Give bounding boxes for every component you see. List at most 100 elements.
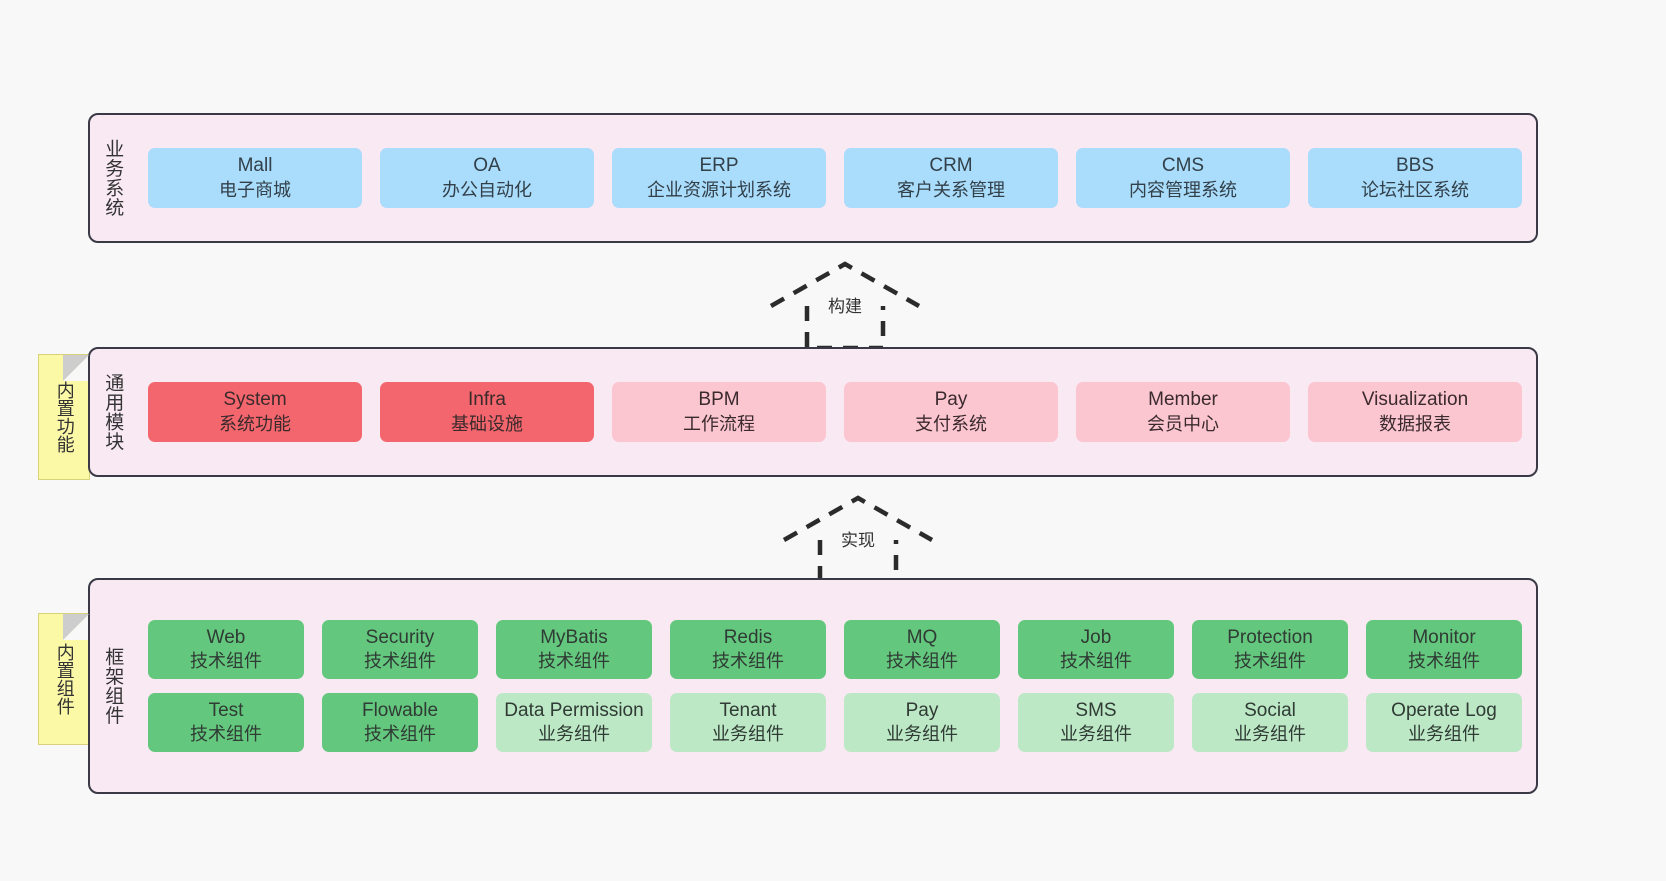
node-pay-module[interactable]: Pay 支付系统 bbox=[844, 382, 1058, 442]
sticky-note-label: 内置功能 bbox=[54, 381, 75, 453]
layer-business-node-grid: Mall 电子商城 OA 办公自动化 ERP 企业资源计划系统 CRM 客户关系… bbox=[134, 115, 1536, 241]
node-pay-component[interactable]: Pay 业务组件 bbox=[844, 693, 1000, 753]
node-title-en: Operate Log bbox=[1391, 700, 1497, 721]
node-title-cn: 业务组件 bbox=[1060, 724, 1132, 745]
node-infra[interactable]: Infra 基础设施 bbox=[380, 382, 594, 442]
node-title-en: Social bbox=[1244, 700, 1296, 721]
node-title-en: Pay bbox=[934, 389, 968, 411]
node-title-en: OA bbox=[473, 155, 501, 177]
node-title-cn: 技术组件 bbox=[364, 724, 436, 745]
node-job[interactable]: Job 技术组件 bbox=[1018, 619, 1174, 679]
node-title-cn: 技术组件 bbox=[538, 650, 610, 671]
layer-title-common-modules: 通用模块 bbox=[102, 373, 124, 451]
node-title-en: CMS bbox=[1161, 155, 1205, 177]
node-web[interactable]: Web 技术组件 bbox=[148, 619, 304, 679]
node-title-en: BPM bbox=[698, 389, 740, 411]
node-flowable[interactable]: Flowable 技术组件 bbox=[322, 693, 478, 753]
node-data-permission[interactable]: Data Permission 业务组件 bbox=[496, 693, 652, 753]
node-security[interactable]: Security 技术组件 bbox=[322, 619, 478, 679]
node-crm[interactable]: CRM 客户关系管理 bbox=[844, 148, 1058, 208]
node-title-en: SMS bbox=[1075, 700, 1117, 721]
node-bbs[interactable]: BBS 论坛社区系统 bbox=[1308, 148, 1522, 208]
connector-build: 构建 bbox=[755, 256, 935, 351]
node-title-en: Member bbox=[1148, 389, 1218, 411]
node-title-cn: 论坛社区系统 bbox=[1361, 179, 1469, 200]
node-mall[interactable]: Mall 电子商城 bbox=[148, 148, 362, 208]
node-title-en: Redis bbox=[723, 626, 773, 648]
connector-implement: 实现 bbox=[768, 490, 948, 585]
node-title-en: MyBatis bbox=[540, 626, 608, 648]
node-title-en: Monitor bbox=[1412, 626, 1476, 648]
node-title-en: System bbox=[223, 389, 287, 411]
node-protection[interactable]: Protection 技术组件 bbox=[1192, 619, 1348, 679]
node-bpm[interactable]: BPM 工作流程 bbox=[612, 382, 826, 442]
node-title-cn: 业务组件 bbox=[712, 724, 784, 745]
node-title-cn: 业务组件 bbox=[538, 724, 610, 745]
node-title-cn: 技术组件 bbox=[886, 650, 958, 671]
node-visualization[interactable]: Visualization 数据报表 bbox=[1308, 382, 1522, 442]
node-title-en: Pay bbox=[905, 700, 939, 721]
layer-common-modules: 通用模块 System 系统功能 Infra 基础设施 BPM 工作流程 Pay… bbox=[88, 347, 1538, 477]
node-title-cn: 客户关系管理 bbox=[897, 179, 1005, 200]
node-monitor[interactable]: Monitor 技术组件 bbox=[1366, 619, 1522, 679]
node-title-cn: 技术组件 bbox=[190, 724, 262, 745]
node-title-cn: 内容管理系统 bbox=[1129, 179, 1237, 200]
node-title-en: MQ bbox=[906, 626, 938, 648]
node-title-cn: 业务组件 bbox=[1408, 724, 1480, 745]
node-oa[interactable]: OA 办公自动化 bbox=[380, 148, 594, 208]
node-title-en: Tenant bbox=[719, 700, 777, 721]
node-social[interactable]: Social 业务组件 bbox=[1192, 693, 1348, 753]
node-title-en: ERP bbox=[699, 155, 739, 177]
node-title-cn: 技术组件 bbox=[190, 650, 262, 671]
node-row: Web 技术组件 Security 技术组件 MyBatis 技术组件 Redi… bbox=[148, 619, 1522, 679]
layer-title-business-systems: 业务系统 bbox=[102, 139, 124, 217]
node-title-en: Protection bbox=[1227, 626, 1313, 648]
node-title-cn: 系统功能 bbox=[219, 413, 291, 434]
node-title-en: Job bbox=[1080, 626, 1112, 648]
node-title-en: Visualization bbox=[1361, 389, 1469, 411]
node-title-cn: 业务组件 bbox=[886, 724, 958, 745]
node-title-cn: 工作流程 bbox=[683, 413, 755, 434]
node-erp[interactable]: ERP 企业资源计划系统 bbox=[612, 148, 826, 208]
sticky-note-builtin-components: 内置组件 bbox=[38, 613, 90, 745]
sticky-note-builtin-functions: 内置功能 bbox=[38, 354, 90, 480]
node-redis[interactable]: Redis 技术组件 bbox=[670, 619, 826, 679]
node-cms[interactable]: CMS 内容管理系统 bbox=[1076, 148, 1290, 208]
node-sms[interactable]: SMS 业务组件 bbox=[1018, 693, 1174, 753]
node-title-cn: 技术组件 bbox=[1408, 650, 1480, 671]
node-title-cn: 办公自动化 bbox=[442, 179, 532, 200]
node-title-cn: 会员中心 bbox=[1147, 413, 1219, 434]
node-row: Mall 电子商城 OA 办公自动化 ERP 企业资源计划系统 CRM 客户关系… bbox=[148, 148, 1522, 208]
node-title-en: Mall bbox=[237, 155, 273, 177]
layer-modules-node-grid: System 系统功能 Infra 基础设施 BPM 工作流程 Pay 支付系统… bbox=[134, 349, 1536, 475]
node-mq[interactable]: MQ 技术组件 bbox=[844, 619, 1000, 679]
node-title-cn: 技术组件 bbox=[1234, 650, 1306, 671]
node-title-cn: 技术组件 bbox=[1060, 650, 1132, 671]
node-member[interactable]: Member 会员中心 bbox=[1076, 382, 1290, 442]
node-test[interactable]: Test 技术组件 bbox=[148, 693, 304, 753]
node-mybatis[interactable]: MyBatis 技术组件 bbox=[496, 619, 652, 679]
node-title-cn: 支付系统 bbox=[915, 413, 987, 434]
sticky-note-label: 内置组件 bbox=[54, 643, 75, 715]
node-title-cn: 业务组件 bbox=[1234, 724, 1306, 745]
layer-framework-components: 框架组件 Web 技术组件 Security 技术组件 MyBatis 技术组件… bbox=[88, 578, 1538, 794]
node-title-cn: 电子商城 bbox=[219, 179, 291, 200]
node-title-en: Test bbox=[208, 700, 244, 721]
node-title-en: Web bbox=[206, 626, 246, 648]
node-system[interactable]: System 系统功能 bbox=[148, 382, 362, 442]
node-title-en: BBS bbox=[1395, 155, 1435, 177]
layer-title-framework-components: 框架组件 bbox=[102, 647, 124, 725]
connector-build-label: 构建 bbox=[828, 297, 862, 316]
node-row: System 系统功能 Infra 基础设施 BPM 工作流程 Pay 支付系统… bbox=[148, 382, 1522, 442]
node-title-cn: 数据报表 bbox=[1379, 413, 1451, 434]
node-row: Test 技术组件 Flowable 技术组件 Data Permission … bbox=[148, 693, 1522, 753]
node-title-cn: 企业资源计划系统 bbox=[647, 179, 791, 200]
node-operate-log[interactable]: Operate Log 业务组件 bbox=[1366, 693, 1522, 753]
layer-business-systems: 业务系统 Mall 电子商城 OA 办公自动化 ERP 企业资源计划系统 CRM… bbox=[88, 113, 1538, 243]
node-title-en: Flowable bbox=[361, 700, 439, 721]
node-title-en: Infra bbox=[467, 389, 507, 411]
node-tenant[interactable]: Tenant 业务组件 bbox=[670, 693, 826, 753]
node-title-cn: 基础设施 bbox=[451, 413, 523, 434]
node-title-cn: 技术组件 bbox=[364, 650, 436, 671]
